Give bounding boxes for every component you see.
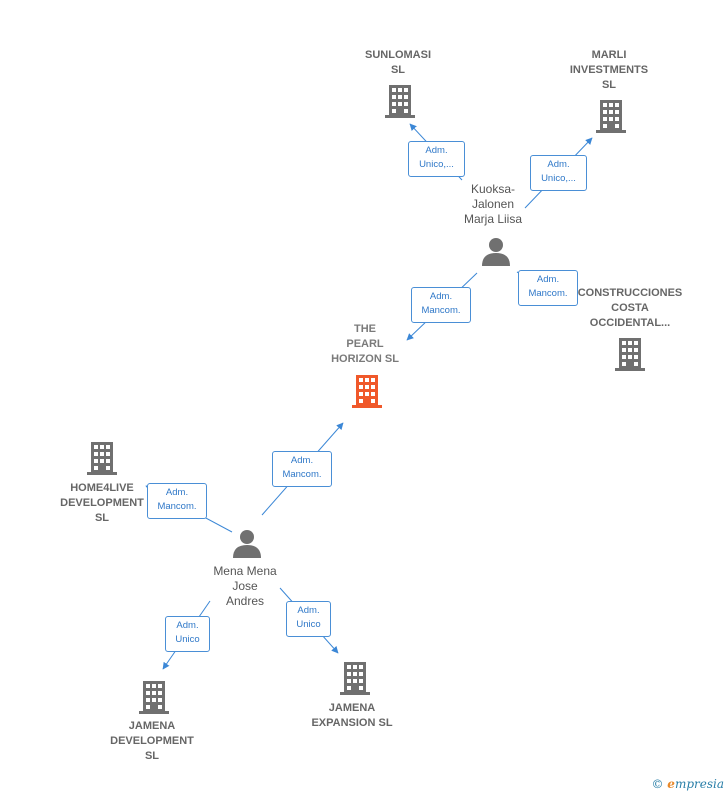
brand-name: mpresia [674,777,724,791]
building-icon-focus[interactable] [352,375,382,408]
copyright-icon: © [651,777,664,791]
company-label-construcciones[interactable]: CONSTRUCCIONES COSTA OCCIDENTAL... [577,287,683,329]
building-icon[interactable] [87,442,117,475]
role-badge: Adm. Unico [286,601,331,637]
building-icon[interactable] [340,662,370,695]
person-icon[interactable] [233,530,261,558]
person-icon[interactable] [482,238,510,266]
company-label-pearl[interactable]: THE PEARL HORIZON SL [331,323,399,365]
company-label-sunlomasi[interactable]: SUNLOMASI SL [365,49,431,76]
role-badge: Adm. Mancom. [518,270,578,306]
role-badge: Adm. Unico [165,616,210,652]
person-label-mena[interactable]: Mena Mena Jose Andres [213,564,277,608]
building-icon[interactable] [385,85,415,118]
company-label-jamena-dev[interactable]: JAMENA DEVELOPMENT SL [110,720,194,762]
company-label-jamena-exp[interactable]: JAMENA EXPANSION SL [311,702,393,729]
building-icon[interactable] [139,681,169,714]
empresia-logo: © empresia [651,777,724,791]
role-badge: Adm. Mancom. [272,451,332,487]
role-badge: Adm. Mancom. [147,483,207,519]
company-label-marli[interactable]: MARLI INVESTMENTS SL [569,49,649,91]
person-label-kuoksa[interactable]: Kuoksa- Jalonen Marja Liisa [463,182,523,226]
building-icon[interactable] [596,100,626,133]
role-badge: Adm. Unico,... [530,155,587,191]
building-icon[interactable] [615,338,645,371]
role-badge: Adm. Unico,... [408,141,465,177]
company-label-home4live[interactable]: HOME4LIVE DEVELOPMENT SL [60,482,144,524]
brand-e: e [667,777,675,791]
role-badge: Adm. Mancom. [411,287,471,323]
